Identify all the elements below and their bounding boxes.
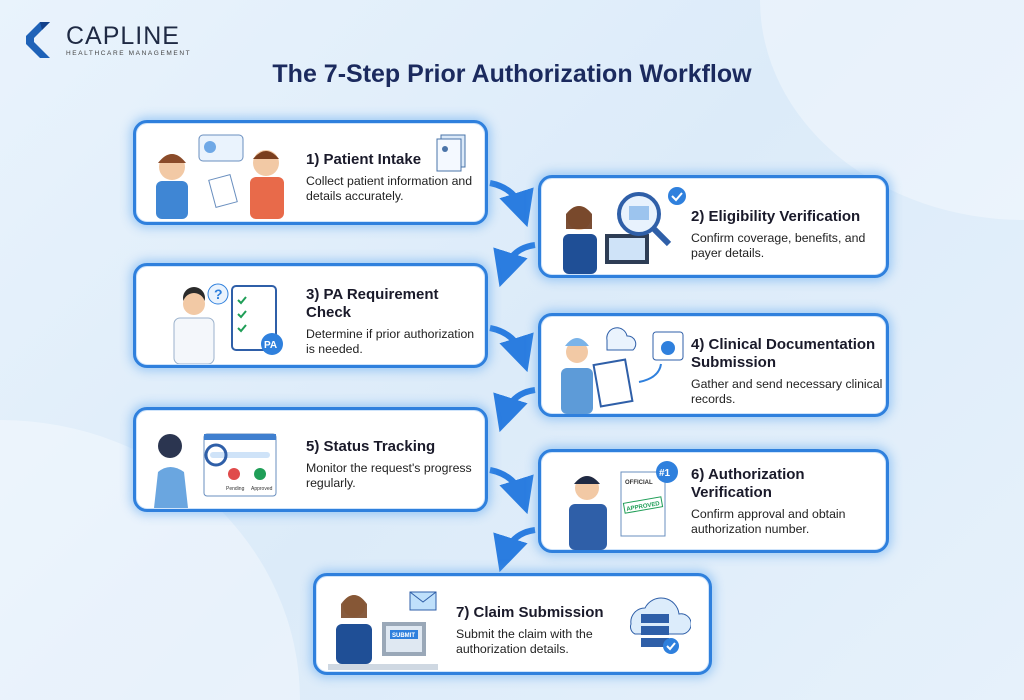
step-title: 2) Eligibility Verification	[691, 208, 861, 225]
arrow-4-to-5	[493, 387, 536, 433]
step-card-authorization-verification: OFFICIAL APPROVED #1 6) Authorization Ve…	[538, 449, 889, 553]
step-description: Determine if prior authorization is need…	[306, 327, 475, 356]
arrow-6-to-7	[493, 527, 536, 573]
step-description: Monitor the request's progress regularly…	[306, 461, 472, 490]
step-title: 5) Status Tracking	[306, 438, 436, 455]
cloud-server-icon	[630, 597, 691, 654]
submit-label: SUBMIT	[392, 633, 415, 639]
step-card-claim-submission: SUBMIT 7) Claim Submission Submit the cl…	[313, 573, 712, 675]
step-description: Gather and send necessary clinical recor…	[691, 377, 883, 406]
step-card-eligibility-verification: 2) Eligibility Verification Confirm cove…	[538, 175, 889, 278]
claim-submission-illustration: SUBMIT	[328, 591, 438, 670]
step-description: Collect patient information and details …	[306, 174, 473, 203]
step-card-patient-intake: 1) Patient Intake Collect patient inform…	[133, 120, 488, 225]
pa-requirement-illustration: ? PA	[173, 283, 283, 364]
step-title: 6) Authorization Verification	[691, 466, 805, 501]
arrow-2-to-3	[493, 242, 536, 288]
step-description: Confirm coverage, benefits, and payer de…	[691, 231, 866, 260]
document-stack-icon	[436, 134, 466, 172]
official-label: OFFICIAL	[625, 480, 653, 486]
brand-name: CAPLINE	[66, 21, 180, 50]
question-mark: ?	[214, 286, 223, 302]
brand-subtitle: HEALTHCARE MANAGEMENT	[66, 49, 192, 57]
pa-badge-label: PA	[264, 340, 277, 351]
arrow-1-to-2	[489, 180, 534, 228]
step-title: 3) PA Requirement Check	[306, 286, 439, 321]
arrow-5-to-6	[489, 467, 534, 515]
step-description: Submit the claim with the authorization …	[456, 627, 593, 656]
authorization-verification-illustration: OFFICIAL APPROVED #1	[569, 461, 678, 550]
auth-number-badge: #1	[659, 468, 671, 479]
step-card-clinical-documentation: 4) Clinical Documentation Submission Gat…	[538, 313, 889, 417]
step-title: 1) Patient Intake	[306, 151, 422, 168]
page-title: The 7-Step Prior Authorization Workflow	[272, 60, 752, 88]
capline-logo: CAPLINE HEALTHCARE MANAGEMENT	[20, 20, 191, 60]
arrow-3-to-4	[489, 325, 534, 373]
patient-intake-illustration	[156, 134, 284, 219]
step-card-pa-requirement-check: ? PA 3) PA Requirement Check Determine i…	[133, 263, 488, 368]
step-title: 4) Clinical Documentation Submission	[691, 336, 876, 371]
step-description: Confirm approval and obtain authorizatio…	[691, 507, 846, 536]
approved-label: Approved	[251, 486, 273, 492]
approved-stamp: APPROVED	[626, 501, 661, 513]
step-card-status-tracking: Pending Approved 5) Status Tracking Moni…	[133, 407, 488, 512]
pending-label: Pending	[226, 486, 245, 492]
step-title: 7) Claim Submission	[456, 604, 604, 621]
status-tracking-illustration: Pending Approved	[154, 433, 277, 508]
capline-logo-icon	[26, 22, 50, 58]
clinical-documentation-illustration	[561, 327, 684, 414]
eligibility-verification-illustration	[563, 187, 686, 274]
